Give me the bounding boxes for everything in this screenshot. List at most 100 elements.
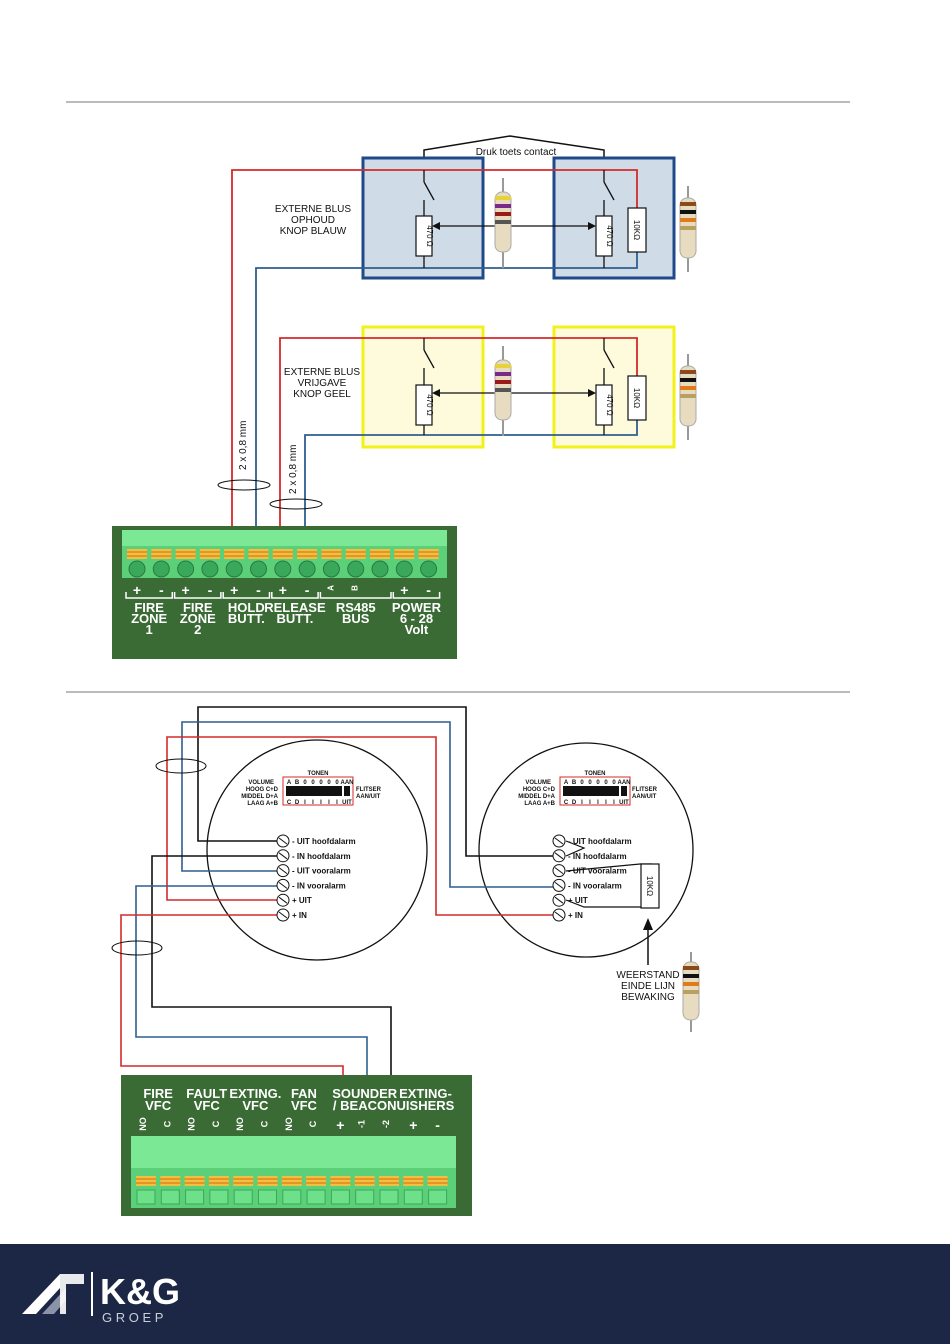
bottom-control-board: FIREVFCFAULTVFCEXTING.VFCFANVFCSOUNDER/ … [121, 1075, 472, 1216]
terminal-label: + UIT [292, 896, 312, 905]
resistor-photo-5 [682, 952, 700, 1032]
dip-label: I [605, 800, 607, 806]
pin-label: -1 [357, 1120, 367, 1128]
red-wire-release [279, 337, 638, 558]
black-wire-loop-top [197, 706, 557, 857]
board-group-label: 6 - 28 [400, 611, 433, 626]
resistor-10k-eol: 10KΩ [640, 863, 660, 909]
dip-label: 0 [335, 780, 339, 786]
terminal-screw-top [394, 549, 415, 559]
dip-label: 0 [311, 780, 315, 786]
terminal-screw-bottom [354, 1176, 375, 1186]
terminal-screw-top [175, 549, 196, 559]
svg-text:KNOP BLAUW: KNOP BLAUW [280, 226, 347, 237]
svg-text:TONEN: TONEN [585, 771, 606, 777]
board-group-label: VFC [194, 1098, 221, 1113]
board-group-label: FIRE [183, 600, 213, 615]
board-group-label: Volt [405, 622, 429, 637]
dip-label: B [572, 780, 577, 786]
volume-legend-1: VOLUME HOOG C+D MIDDEL D+A LAAG A+B [241, 780, 278, 807]
terminal-sign: - [426, 582, 431, 598]
terminal-screw-top [272, 549, 293, 559]
red-wire-hold [231, 169, 638, 558]
wiring-diagram: Druk toets contact EXTERNE BLUS OPHOUD K… [66, 101, 850, 1216]
push-contact-label: Druk toets contact [476, 147, 557, 158]
resistor-photo-2 [494, 346, 512, 436]
dip-label: I [312, 800, 314, 806]
top-wiring-diagram: Druk toets contact EXTERNE BLUS OPHOUD K… [112, 135, 697, 659]
terminal-screw-bottom [306, 1176, 327, 1186]
cable-loop-3 [155, 758, 207, 774]
board-group-label: HOLD [228, 600, 265, 615]
board-group-label: FIRE [134, 600, 164, 615]
board-group-label: 2 [194, 622, 201, 637]
board-group-label: 1 [146, 622, 153, 637]
screw-terminal-icon [552, 864, 566, 878]
svg-text:MIDDEL D+A: MIDDEL D+A [241, 794, 278, 800]
terminal-sign: - [305, 582, 310, 598]
terminal-label: - UIT vooralarm [292, 867, 351, 876]
board-group-label: FIRE [143, 1086, 173, 1101]
pin-label: + [336, 1117, 344, 1133]
board-group-label: RELEASE [264, 600, 326, 615]
terminal-screw-top [127, 549, 147, 559]
dip-label: B [295, 780, 300, 786]
svg-text:FLITSER: FLITSER [632, 787, 658, 793]
svg-text:MIDDEL D+A: MIDDEL D+A [518, 794, 555, 800]
pin-label: NO [187, 1117, 197, 1131]
board-group-label: EXTING- [399, 1086, 452, 1101]
terminal-screw-top [321, 549, 342, 559]
volume-legend-2: VOLUME HOOG C+D MIDDEL D+A LAAG A+B [518, 780, 555, 807]
yellow-button-box-2 [552, 325, 676, 449]
red-wire-loop-top [166, 736, 557, 916]
resistor-10k-2: 10KΩ [627, 375, 647, 421]
terminal-label: - IN vooralarm [292, 881, 346, 890]
svg-text:TONEN: TONEN [308, 771, 329, 777]
sounder-circle-2 [478, 742, 694, 958]
resistor-470-3: 470 Ω [415, 384, 434, 426]
dip-label: AAN [618, 780, 631, 786]
screw-terminal-icon [276, 834, 290, 848]
dip-label: C [564, 800, 569, 806]
resistor-photo-1 [494, 178, 512, 268]
dip-label: D [295, 800, 300, 806]
board-group-label: ZONE [180, 611, 216, 626]
screw-terminal-icon [276, 908, 290, 922]
svg-text:KNOP GEEL: KNOP GEEL [293, 389, 351, 400]
terminal-label: - IN hoofdalarm [292, 852, 351, 861]
pin-label: + [409, 1117, 417, 1133]
pin-label: C [211, 1120, 221, 1127]
terminal-sign: + [133, 582, 141, 598]
terminal-screw-bottom [184, 1176, 205, 1186]
pin-label: NO [284, 1117, 294, 1131]
svg-text:10KΩ: 10KΩ [645, 876, 654, 896]
terminal-sign: B [351, 585, 360, 591]
svg-text:HOOG C+D: HOOG C+D [246, 787, 279, 793]
board-group-label: EXTING. [229, 1086, 281, 1101]
resistor-470-4: 470 Ω [595, 384, 614, 426]
terminal-screw-top [370, 549, 390, 559]
resistor-10k-1: 10KΩ [627, 207, 647, 253]
terminal-sign: - [256, 582, 261, 598]
dip-label: 0 [588, 780, 592, 786]
board-group-label: SOUNDER [332, 1086, 398, 1101]
dip-label: 0 [319, 780, 323, 786]
screw-terminal-icon [276, 864, 290, 878]
dip-label: I [320, 800, 322, 806]
screw-terminal-icon [552, 849, 566, 863]
resistor-photo-3 [679, 186, 697, 272]
terminal-sign: - [208, 582, 213, 598]
cable-label-1: 2 x 0,8 mm [238, 421, 249, 470]
svg-text:LAAG A+B: LAAG A+B [524, 801, 555, 807]
sounder-circle-1 [206, 739, 428, 961]
dip-label: 0 [604, 780, 608, 786]
pin-label: C [260, 1120, 270, 1127]
svg-text:VOLUME: VOLUME [248, 780, 274, 786]
terminal-screw-top [418, 549, 439, 559]
resistor-470-1: 470 Ω [415, 215, 434, 257]
